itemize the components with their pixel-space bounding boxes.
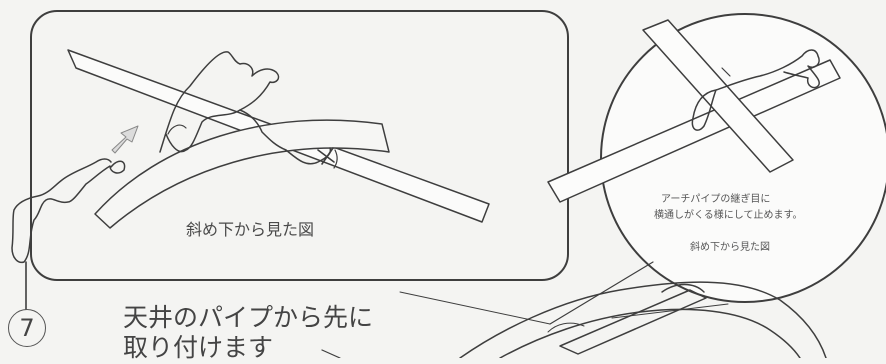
circle-note-line2: 横通しがくる様にして止めます。 [654,210,803,221]
wire-clip-loose [11,158,126,264]
step-number-badge: 7 [8,309,46,347]
instruction-line2: 取り付けます [123,333,274,362]
circle-arch-pipe [642,19,794,173]
circle-wire-clip [691,49,820,131]
circle-caption: 斜め下から見た図 [690,242,770,253]
instruction-line1: 天井のパイプから先に [123,303,374,332]
wire-clip [159,51,280,153]
left-panel-frame [30,10,569,281]
circle-note-line1: アーチパイプの継ぎ目に [661,194,771,205]
arch-pipe [94,119,390,229]
bottom-frame-sketch [459,281,827,359]
left-panel-caption: 斜め下から見た図 [186,220,315,239]
insert-arrow [111,125,139,154]
